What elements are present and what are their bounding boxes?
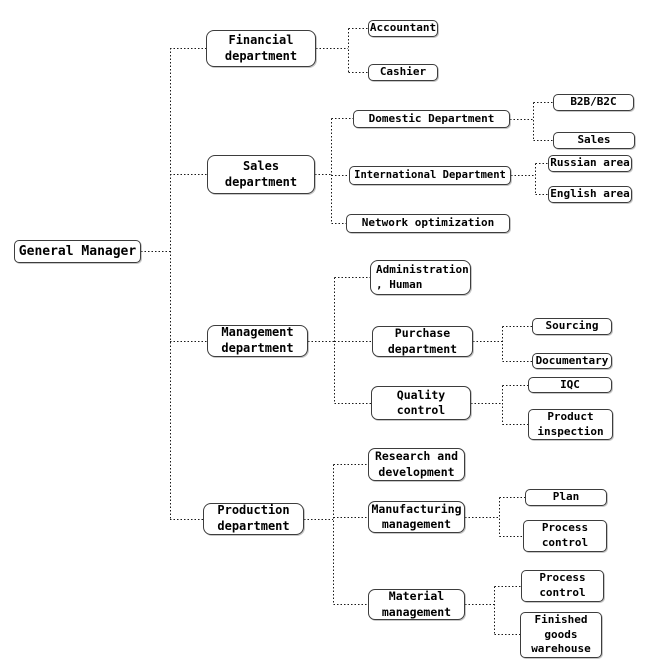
node-b2b-b2c: B2B/B2C (553, 94, 634, 111)
node-administration-human: Administration , Human (370, 260, 471, 295)
node-purchase-department: Purchase department (372, 326, 473, 357)
node-quality-control: Quality control (371, 386, 471, 420)
node-international-department: International Department (349, 166, 511, 185)
node-process-control-manufacturing: Process control (523, 520, 607, 552)
node-product-inspection: Product inspection (528, 409, 613, 440)
node-network-optimization: Network optimization (346, 214, 510, 233)
node-iqc: IQC (528, 377, 612, 393)
node-general-manager: General Manager (14, 240, 141, 263)
node-process-control-material: Process control (521, 570, 604, 602)
node-finished-goods-warehouse: Finished goods warehouse (520, 612, 602, 658)
node-accountant: Accountant (368, 20, 438, 37)
node-sales-department: Sales department (207, 155, 315, 194)
node-material-management: Material management (368, 589, 465, 620)
node-management-department: Management department (207, 325, 308, 357)
node-domestic-department: Domestic Department (353, 110, 510, 128)
node-financial-department: Financial department (206, 30, 316, 67)
node-english-area: English area (548, 186, 632, 203)
node-russian-area: Russian area (548, 155, 632, 172)
node-research-and-development: Research and development (368, 448, 465, 481)
node-manufacturing-management: Manufacturing management (368, 501, 465, 533)
node-sourcing: Sourcing (532, 318, 612, 335)
node-production-department: Production department (203, 503, 304, 535)
node-documentary: Documentary (532, 353, 612, 369)
node-plan: Plan (525, 489, 607, 506)
node-sales-sub: Sales (553, 132, 635, 149)
node-cashier: Cashier (368, 64, 438, 81)
